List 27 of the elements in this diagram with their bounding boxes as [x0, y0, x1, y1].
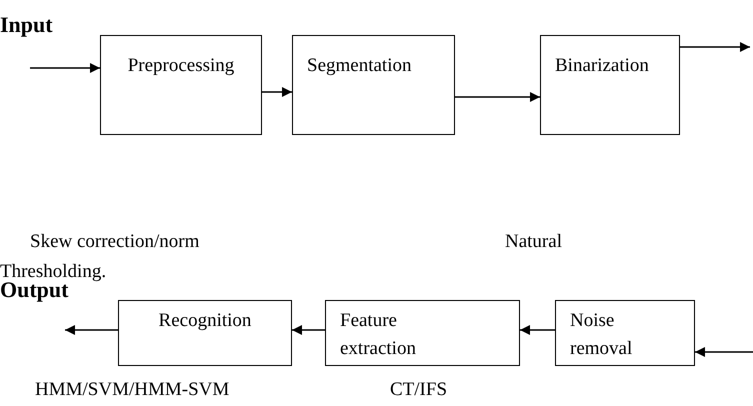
arrow — [262, 87, 292, 97]
box-text: Recognition — [158, 309, 252, 333]
arrow — [520, 325, 555, 335]
box-text: Segmentation — [307, 54, 412, 78]
box-text: Binarization — [555, 54, 650, 78]
heading: Output — [0, 279, 68, 301]
annotation: CT/IFS — [390, 380, 448, 399]
process-box — [100, 35, 262, 135]
arrow — [65, 325, 118, 335]
process-box — [292, 35, 455, 135]
box-text: Noise removal — [570, 309, 634, 361]
arrow — [680, 42, 750, 52]
process-box — [118, 300, 292, 366]
arrow — [292, 325, 325, 335]
annotation: Skew correction/norm — [30, 232, 200, 251]
heading: Input — [0, 14, 53, 36]
process-box — [540, 35, 680, 135]
annotation: Natural — [505, 232, 562, 251]
annotation: Thresholding. — [0, 262, 106, 281]
arrow — [695, 347, 753, 357]
arrow — [455, 92, 540, 102]
box-text: Feature extraction — [340, 309, 417, 361]
box-text: Preprocessing — [126, 54, 236, 78]
process-box — [555, 300, 695, 366]
annotation: HMM/SVM/HMM-SVM — [35, 380, 230, 399]
arrow — [30, 63, 100, 73]
process-box — [325, 300, 520, 366]
